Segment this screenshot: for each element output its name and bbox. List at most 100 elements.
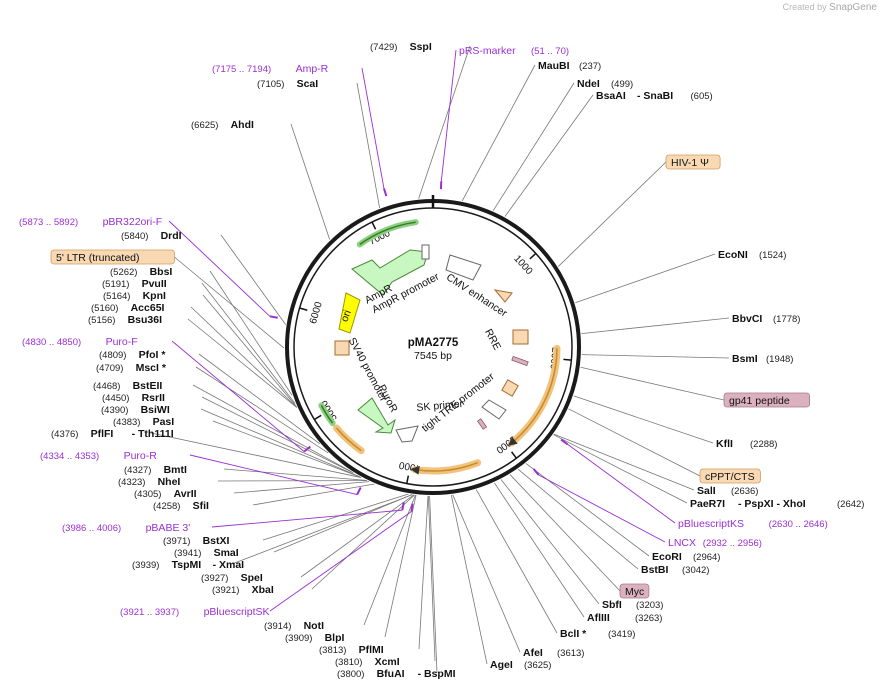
primer-name: pBluescriptKS xyxy=(678,518,744,530)
leader-line xyxy=(195,366,329,454)
enzyme-site[interactable]: (5164)KpnI xyxy=(103,290,166,302)
primer-label[interactable]: (3921 .. 3937)pBluescriptSK xyxy=(120,606,270,618)
primer-label[interactable]: (5873 .. 5892)pBR322ori-F xyxy=(19,216,162,228)
enzyme-name: BstXI xyxy=(203,535,230,547)
enzyme-site[interactable]: (3813)PflMI xyxy=(319,644,384,656)
enzyme-site[interactable]: (3971) BstXI xyxy=(163,535,230,547)
primer-label[interactable]: LNCX(2932 .. 2956) xyxy=(668,537,762,549)
inner-feature-label: ori xyxy=(339,308,354,323)
enzyme-position: (499) xyxy=(611,79,633,90)
enzyme-site[interactable]: (4450)RsrII xyxy=(102,392,165,404)
enzyme-site[interactable]: EcoRI(2964) xyxy=(652,551,720,563)
enzyme-site[interactable]: (4327)BmtI xyxy=(124,464,187,476)
primer-site-mark xyxy=(269,315,278,319)
enzyme-site[interactable]: KflI(2288) xyxy=(716,438,777,450)
enzyme-name: BstEII xyxy=(133,380,163,392)
leader-line xyxy=(517,468,639,570)
enzyme-site[interactable]: (5191)PvuII xyxy=(102,278,167,290)
leader-line xyxy=(201,396,354,474)
enzyme-site[interactable]: AgeI(3625) xyxy=(490,659,551,671)
enzyme-site[interactable]: AfeI(3613) xyxy=(523,647,584,659)
primer-site-mark xyxy=(303,445,311,453)
enzyme-site[interactable]: (4305)AvrII xyxy=(134,488,197,500)
feature-box[interactable]: gp41 peptide xyxy=(723,392,810,408)
enzyme-site[interactable]: BstBI(3042) xyxy=(641,564,709,576)
enzyme-site[interactable]: (4709)MscI * xyxy=(96,362,167,374)
enzyme-site[interactable]: NdeI(499) xyxy=(577,78,633,90)
enzyme-position: (4390) xyxy=(101,405,128,416)
enzyme-site[interactable]: (3909)BlpI xyxy=(285,632,345,644)
enzyme-name: BfuAI xyxy=(377,668,405,680)
enzyme-site[interactable]: SbfI(3203) xyxy=(602,599,663,611)
leader-line xyxy=(269,511,412,612)
enzyme-site[interactable]: (4376)PflFI- Tth111I xyxy=(51,428,174,440)
enzyme-name: BstBI xyxy=(641,564,669,576)
feature-box[interactable]: cPPT/CTS xyxy=(699,468,761,484)
enzyme-site[interactable]: (3914)NotI xyxy=(264,620,324,632)
primer-label[interactable]: (7175 .. 7194)Amp-R xyxy=(212,63,329,75)
enzyme-site[interactable]: SalI(2636) xyxy=(697,485,758,497)
enzyme-site[interactable]: (3921) XbaI xyxy=(212,584,274,596)
leader-line xyxy=(558,161,667,267)
enzyme-site[interactable]: (7105)ScaI xyxy=(257,78,318,90)
enzyme-site[interactable]: (3810)XcmI xyxy=(335,656,400,668)
feature-box-bg xyxy=(50,249,175,265)
primer-range: (51 .. 70) xyxy=(531,46,569,57)
enzyme-site[interactable]: (3941)SmaI xyxy=(174,547,239,559)
enzyme-site[interactable]: PaeR7I- PspXI - XhoI(2642) xyxy=(690,498,864,510)
enzyme-site[interactable]: (5160)Acc65I xyxy=(91,302,165,314)
enzyme-site[interactable]: BsmI(1948) xyxy=(732,353,793,365)
enzyme-site[interactable]: EcoNI(1524) xyxy=(718,249,786,261)
primer-range: (3986 .. 4006) xyxy=(62,523,121,534)
leader-line xyxy=(450,494,488,665)
leader-line xyxy=(418,495,429,650)
leader-line xyxy=(363,494,416,626)
enzyme-name: BsiWI xyxy=(141,404,170,416)
primer-label[interactable]: pBluescriptKS(2630 .. 2646) xyxy=(678,518,828,530)
primer-label[interactable]: (4334 .. 4353)Puro-R xyxy=(40,450,157,462)
enzyme-site[interactable]: (3939)TspMI- XmaI xyxy=(132,559,244,571)
primer-label[interactable]: pRS-marker(51 .. 70) xyxy=(459,45,569,57)
feature-box[interactable]: 5' LTR (truncated) xyxy=(50,249,175,265)
cmv-enhancer-box xyxy=(445,254,482,281)
enzyme-position: (1948) xyxy=(766,354,793,365)
enzyme-site[interactable]: (4383)PasI xyxy=(113,416,174,428)
enzyme-position: (4383) xyxy=(113,417,140,428)
enzyme-site[interactable]: BsaAI- SnaBI(605) xyxy=(596,90,713,102)
enzyme-site[interactable]: (4468)BstEII xyxy=(93,380,162,392)
enzyme-name: BsaAI xyxy=(596,90,626,102)
enzyme-site[interactable]: (4809)PfoI * xyxy=(99,349,166,361)
leader-line xyxy=(198,353,321,445)
leader-line xyxy=(233,481,370,494)
enzyme-position: (2642) xyxy=(837,499,864,510)
enzyme-site[interactable]: BclI *(3419) xyxy=(560,628,635,640)
leader-line xyxy=(361,67,385,189)
enzyme-site[interactable]: AflIII(3263) xyxy=(587,612,662,624)
feature-box[interactable]: Myc xyxy=(619,583,650,599)
leader-line xyxy=(427,495,436,662)
inner-feature-label: SK primer xyxy=(416,398,464,414)
primer-label[interactable]: (3986 .. 4006) pBABE 3' xyxy=(62,522,190,534)
enzyme-name: XbaI xyxy=(252,584,274,596)
enzyme-position: (3971) xyxy=(163,536,190,547)
enzyme-position: (3927) xyxy=(201,573,228,584)
enzyme-site[interactable]: MauBI(237) xyxy=(538,60,601,72)
enzyme-site[interactable]: (6625)AhdI xyxy=(191,119,254,131)
enzyme-name: Bsu36I xyxy=(128,314,163,326)
feature-box[interactable]: HIV-1 Ψ xyxy=(665,154,721,170)
enzyme-site[interactable]: (5840)DrdI xyxy=(121,230,182,242)
enzyme-site[interactable]: (4323)NheI xyxy=(118,476,180,488)
enzyme-site[interactable]: BbvCI(1778) xyxy=(732,313,800,325)
enzyme-site[interactable]: (7429)SspI xyxy=(370,41,432,53)
primer-label[interactable]: (4830 .. 4850)Puro-F xyxy=(22,336,138,348)
enzyme-position: (3921) xyxy=(212,585,239,596)
enzyme-site[interactable]: (3800)BfuAI- BspMI xyxy=(337,668,456,680)
enzyme-site[interactable]: (5262)BbsI xyxy=(110,266,172,278)
enzyme-site[interactable]: (4258)SfiI xyxy=(153,500,209,512)
enzyme-name: MscI * xyxy=(136,362,167,374)
enzyme-site[interactable]: (5156)Bsu36I xyxy=(88,314,162,326)
primer-name: pBABE 3' xyxy=(146,522,191,534)
enzyme-site[interactable]: (3927)SpeI xyxy=(201,572,263,584)
enzyme-site[interactable]: (4390) BsiWI xyxy=(101,404,170,416)
enzyme-position: (4305) xyxy=(134,489,161,500)
